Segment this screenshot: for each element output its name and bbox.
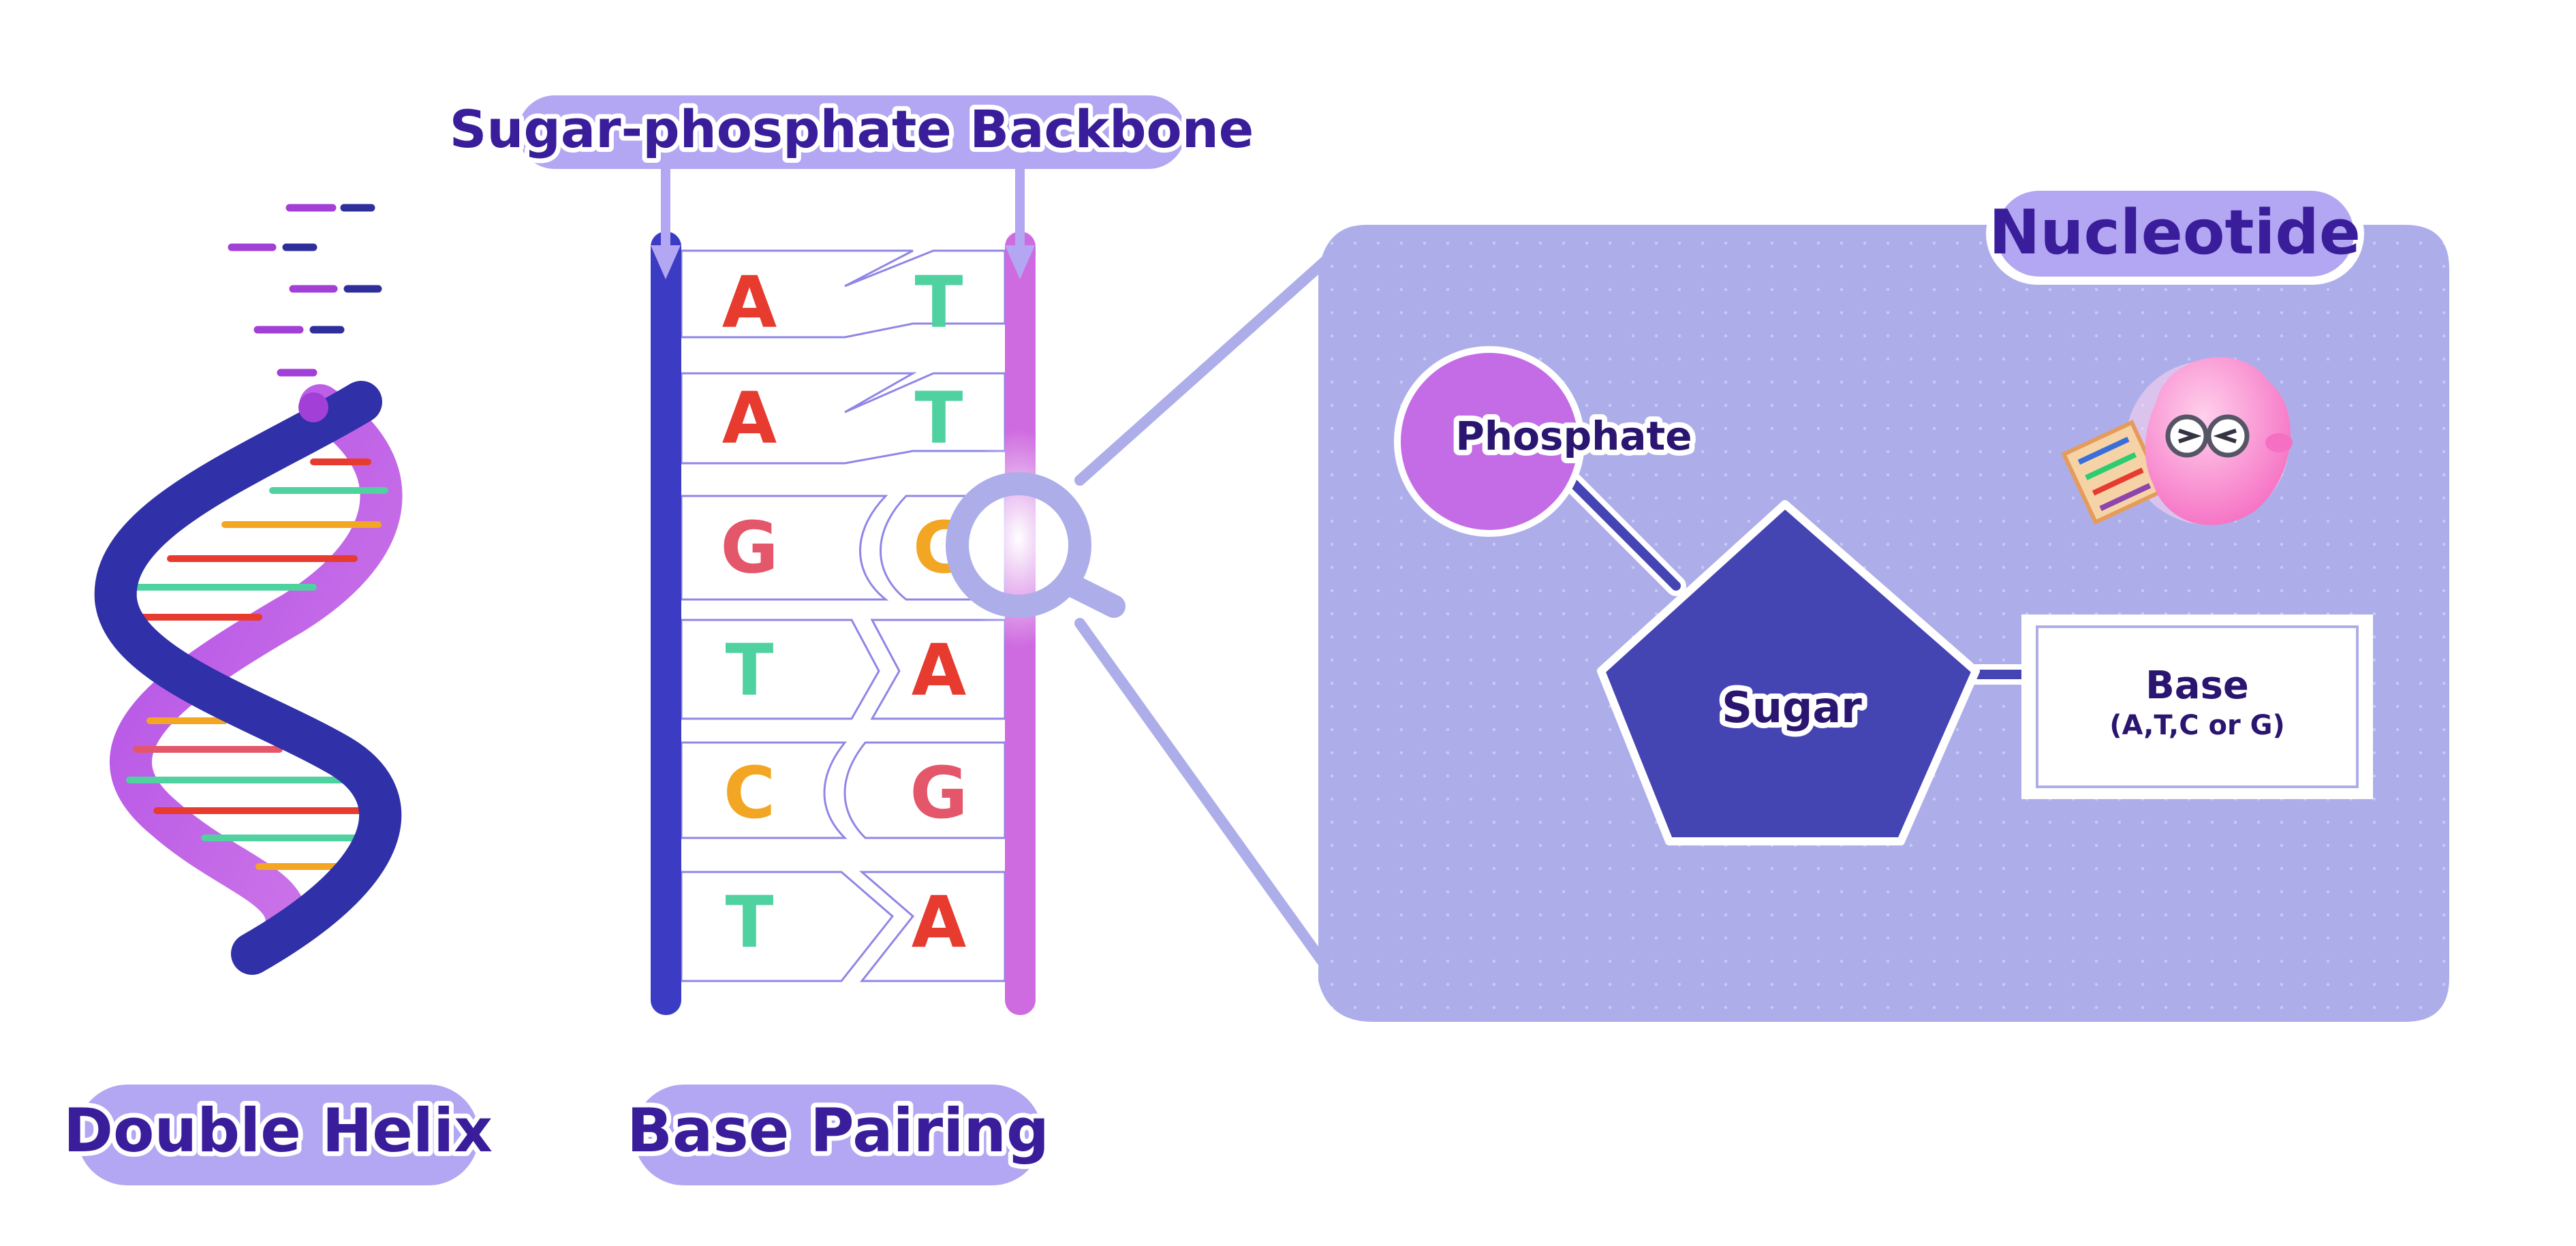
- magnifier-handle: [1061, 574, 1126, 618]
- double-helix-title: Double Helix Double Helix: [59, 1085, 497, 1185]
- base-letter-left: T: [726, 881, 774, 964]
- sugar-label: Sugar: [1722, 683, 1862, 732]
- base-letter-left: A: [722, 377, 777, 460]
- sugar-label-outline: Sugar: [1722, 683, 1862, 732]
- base-letter-right: G: [910, 751, 967, 835]
- double-helix-label-outline: Double Helix: [63, 1095, 493, 1166]
- nucleotide-title: Nucleotide: [1986, 183, 2364, 285]
- double-helix-illustration: [94, 204, 403, 975]
- base-letter-right: A: [912, 629, 967, 712]
- phosphate-label-outline: Phosphate: [1455, 413, 1692, 459]
- base-label: Base: [2145, 664, 2249, 708]
- base-letter-left: G: [720, 506, 778, 589]
- helix-base-rungs: [126, 458, 392, 870]
- helix-strand-pink: [110, 384, 403, 948]
- zoom-guides: [1074, 247, 1341, 966]
- base-letter-right: T: [915, 261, 963, 344]
- backbone-label-outline: Sugar-phosphate Backbone: [450, 99, 1254, 159]
- base-letter-right: T: [915, 377, 963, 460]
- helix-strand-blue: [94, 381, 402, 975]
- backbone-label: Sugar-phosphate Backbone: [450, 99, 1254, 159]
- backbone-callout: Sugar-phosphate Backbone Sugar-phosphate…: [445, 94, 1258, 279]
- base-pair-slots: [680, 249, 1006, 982]
- backbone-strand-left: [651, 232, 681, 1015]
- base-letter-right: A: [912, 881, 967, 964]
- base-options-label: (A,T,C or G): [2109, 710, 2284, 741]
- base-letter-left: T: [726, 629, 774, 712]
- scientist-mascot: [2061, 357, 2293, 525]
- nucleotide-label: Nucleotide: [1989, 197, 2361, 268]
- phosphate-circle: [1394, 346, 1585, 537]
- magnifier: [946, 429, 1126, 647]
- nucleotide-panel: Phosphate Phosphate Sugar Sugar Base (A,…: [1318, 225, 2449, 1022]
- magnifier-ring: [946, 472, 1091, 618]
- base-pairing-title: Base Pairing Base Pairing: [622, 1085, 1054, 1185]
- helix-end-cap: [298, 392, 328, 422]
- base-pairing-label: Base Pairing: [627, 1095, 1049, 1166]
- base-letter-left: C: [724, 751, 775, 835]
- base-box: [2021, 614, 2373, 799]
- double-helix-label: Double Helix: [63, 1095, 493, 1166]
- base-pairing-label-outline: Base Pairing: [627, 1095, 1049, 1166]
- phosphate-label: Phosphate: [1455, 413, 1692, 459]
- sugar-pentagon: [1597, 500, 1980, 845]
- base-letter-left: A: [722, 261, 777, 344]
- motion-dashes: [228, 204, 382, 377]
